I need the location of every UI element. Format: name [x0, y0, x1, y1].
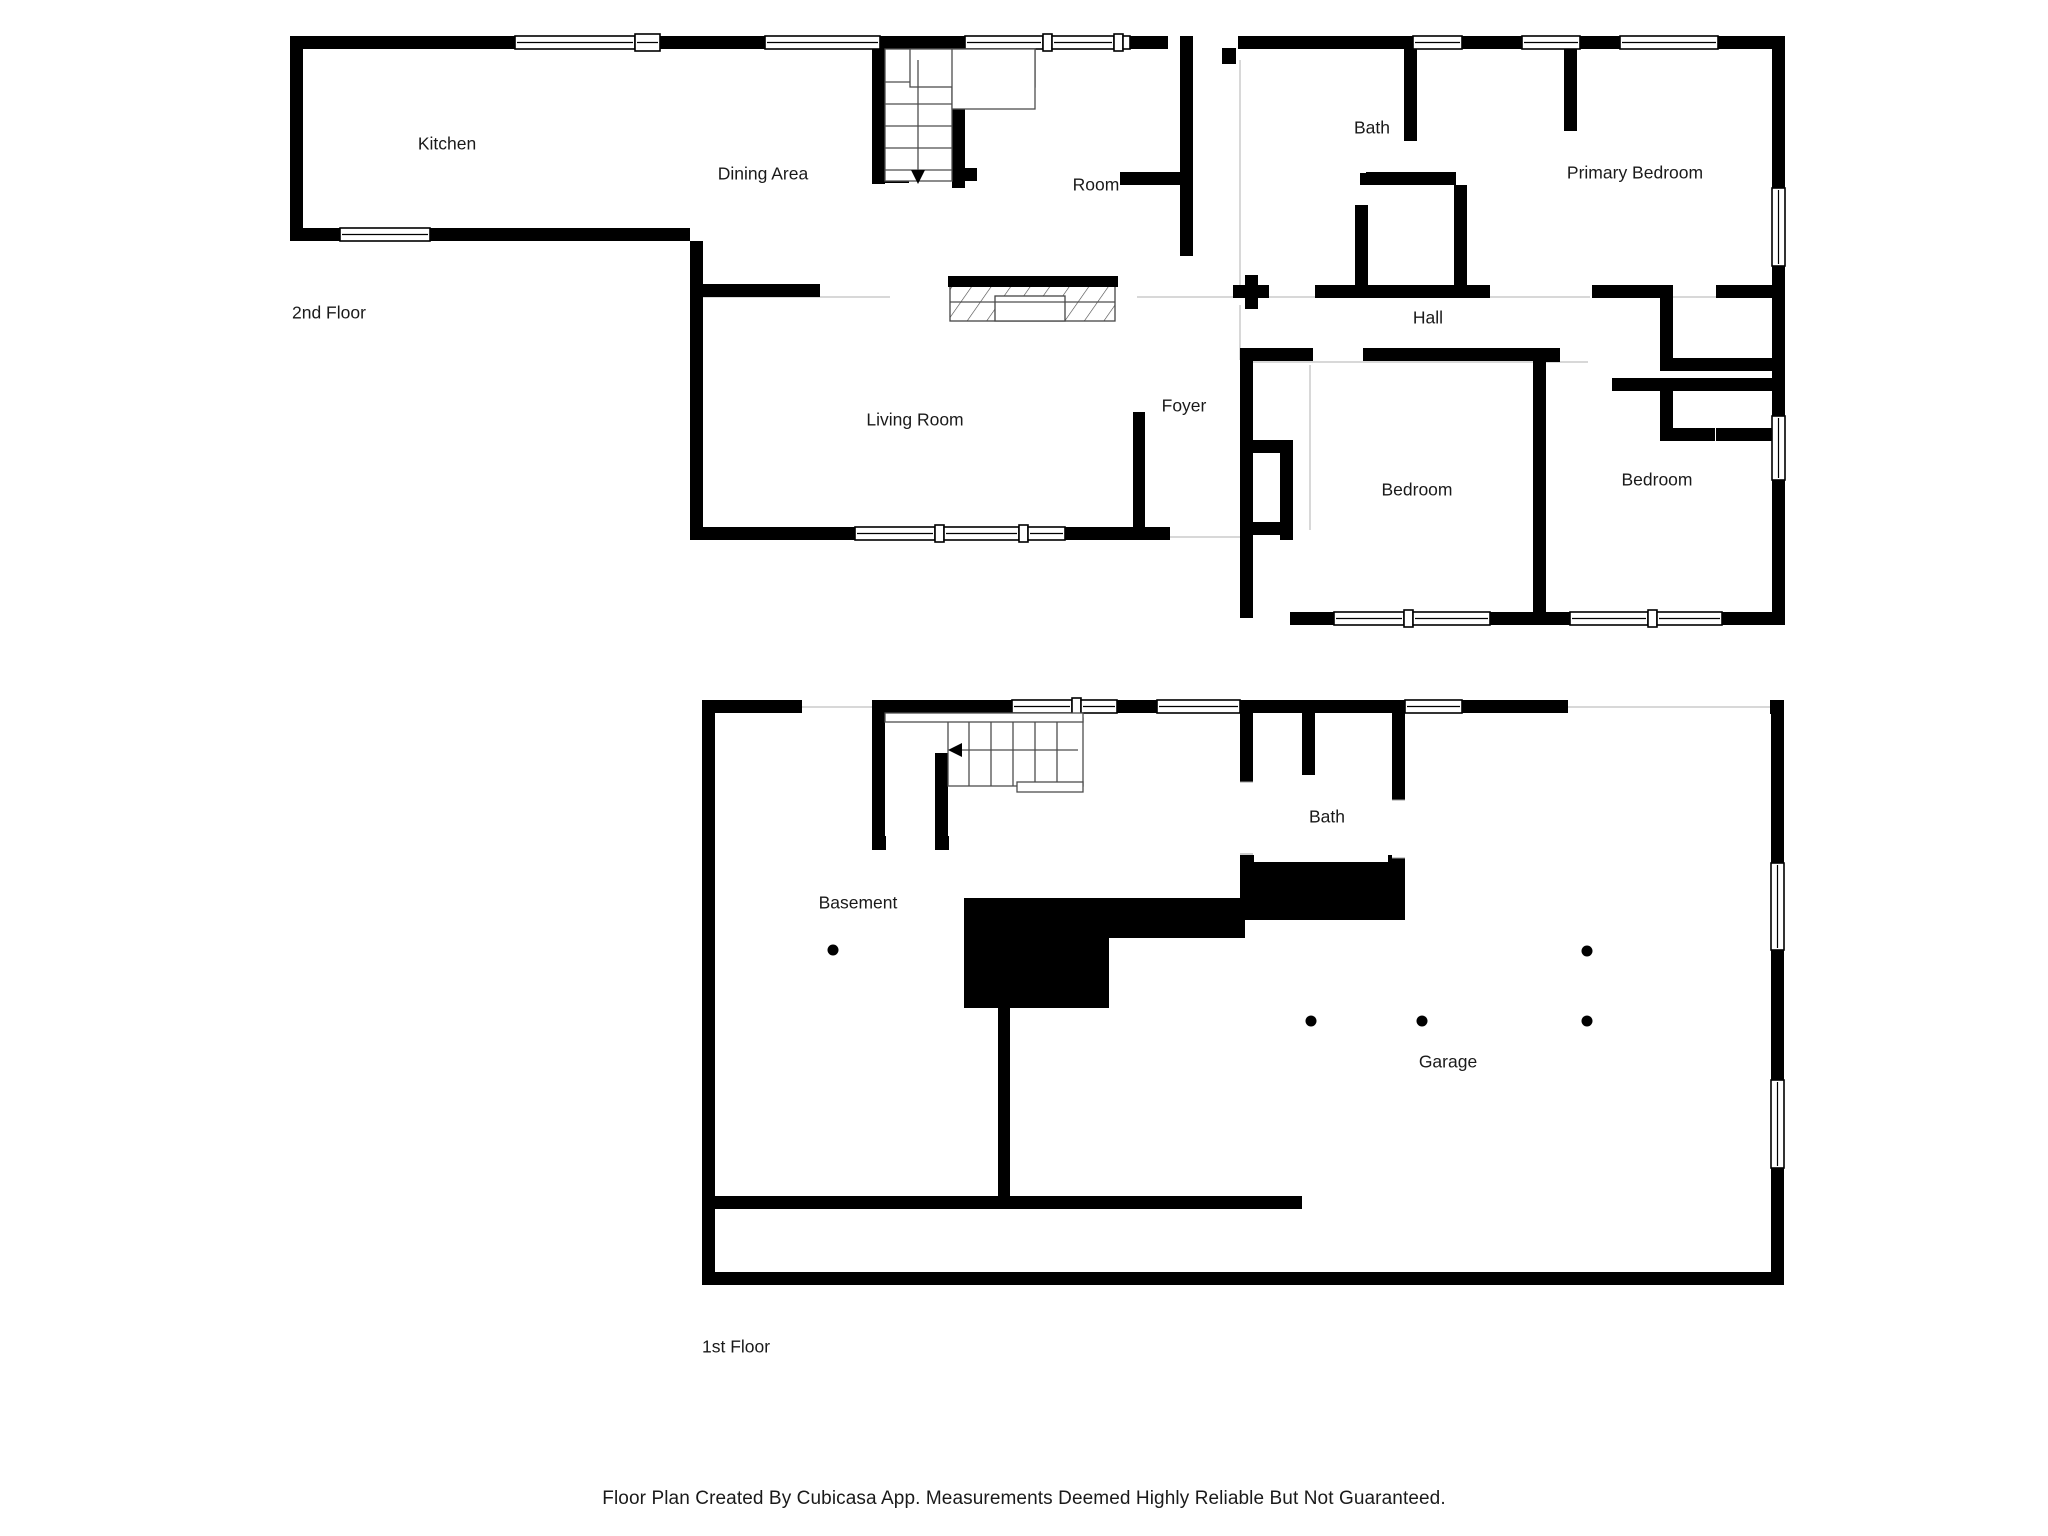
window: [964, 33, 1131, 52]
second-floor-open-boundaries: [700, 60, 1775, 538]
window: [1521, 35, 1581, 50]
staircase-up-icon: [884, 712, 1084, 793]
window: [1404, 699, 1463, 714]
first-floor-labels: Basement Bath Garage: [819, 807, 1478, 1072]
room-label-bath-2f: Bath: [1354, 118, 1390, 138]
first-floor-door-openings: [1240, 781, 1405, 859]
first-floor-group: Basement Bath Garage 1st Floor: [702, 697, 1785, 1357]
room-label-foyer: Foyer: [1162, 396, 1207, 416]
window: [1156, 699, 1241, 714]
room-label-living-room: Living Room: [866, 410, 963, 430]
room-label-bedroom-left: Bedroom: [1381, 480, 1452, 500]
support-column-dots: [827, 944, 1593, 1027]
window: [1770, 862, 1785, 951]
room-label-bath-1f: Bath: [1309, 807, 1345, 827]
window: [339, 227, 431, 242]
support-dot: [1305, 1015, 1317, 1027]
room-label-basement: Basement: [819, 893, 898, 913]
second-floor-group: Kitchen Dining Area Room Bath Primary Be…: [290, 33, 1786, 628]
room-label-primary-bedroom: Primary Bedroom: [1567, 163, 1703, 183]
window: [764, 35, 881, 50]
window: [1771, 187, 1786, 267]
second-floor-windows: [339, 33, 1786, 628]
window: [1619, 35, 1719, 50]
first-floor-walls: [702, 700, 1784, 1285]
window: [514, 33, 661, 52]
window: [1011, 697, 1118, 716]
room-label-hall: Hall: [1413, 308, 1443, 328]
support-dot: [1581, 1015, 1593, 1027]
room-label-kitchen: Kitchen: [418, 134, 476, 154]
window: [1771, 415, 1786, 481]
window: [1412, 35, 1463, 50]
staircase-down-icon: [884, 48, 1036, 184]
window: [854, 524, 1066, 543]
window: [1333, 609, 1491, 628]
support-dot: [1581, 945, 1593, 957]
window: [1569, 609, 1723, 628]
support-dot: [827, 944, 839, 956]
floor-caption-first: 1st Floor: [702, 1337, 770, 1357]
support-dot: [1416, 1015, 1428, 1027]
stair-opening-hatch: [948, 276, 1118, 322]
room-label-dining-area: Dining Area: [718, 164, 809, 184]
second-floor-labels: Kitchen Dining Area Room Bath Primary Be…: [418, 118, 1703, 500]
first-floor-windows: [1011, 697, 1785, 1169]
window: [1770, 1079, 1785, 1169]
floor-caption-second: 2nd Floor: [292, 303, 366, 323]
room-label-garage: Garage: [1419, 1052, 1477, 1072]
room-label-bedroom-right: Bedroom: [1621, 470, 1692, 490]
footer-disclaimer: Floor Plan Created By Cubicasa App. Meas…: [602, 1488, 1446, 1509]
room-label-room: Room: [1073, 175, 1120, 195]
